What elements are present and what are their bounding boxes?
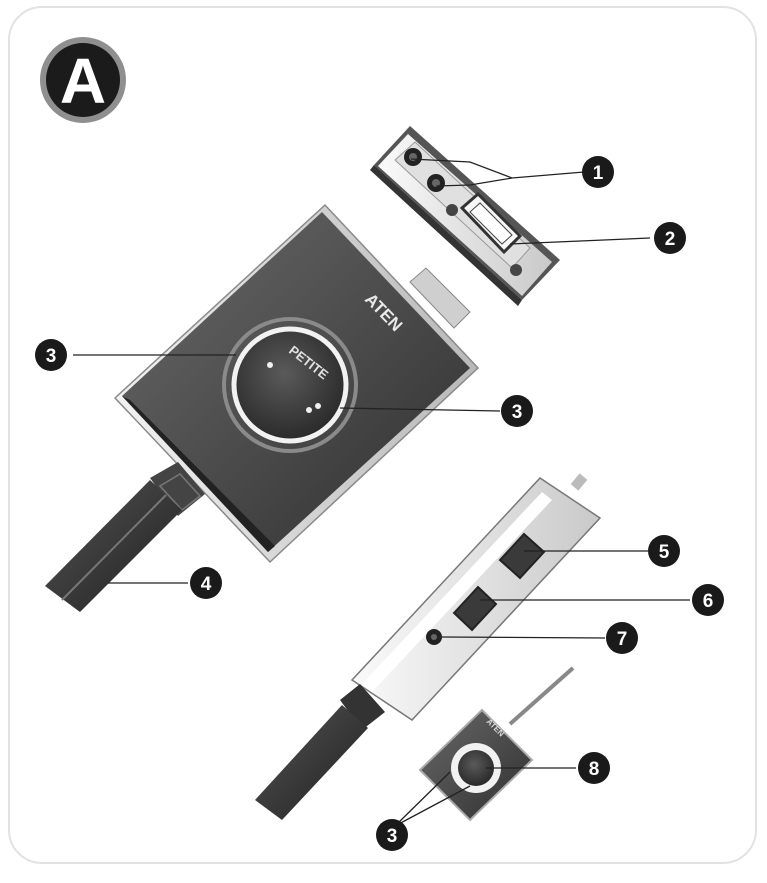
knob-ring-outer <box>222 317 358 453</box>
leader-line-7 <box>441 636 606 639</box>
leader-line-2 <box>509 237 651 245</box>
callout-8: 8 <box>578 752 610 784</box>
svg-text:2: 2 <box>665 229 676 250</box>
callout-1: 1 <box>582 156 614 188</box>
svg-text:8: 8 <box>589 759 600 780</box>
svg-text:1: 1 <box>593 163 604 184</box>
callout-4: 4 <box>190 567 222 599</box>
svg-text:7: 7 <box>617 629 628 650</box>
port-selection-knob[interactable] <box>231 326 349 444</box>
remote-port-selector: ATEN <box>418 666 575 822</box>
callout-6: 6 <box>692 584 724 616</box>
callout-2: 2 <box>654 222 686 254</box>
callout-3b: 3 <box>501 395 533 427</box>
led-indicator-icon <box>306 407 312 413</box>
callout-5: 5 <box>648 535 680 567</box>
leader-line-1 <box>410 158 585 179</box>
rear-panel-unit <box>370 126 560 306</box>
front-port-module <box>255 473 602 820</box>
svg-text:6: 6 <box>703 591 714 612</box>
leader-lines <box>73 158 690 827</box>
leader-line-1b <box>435 177 513 187</box>
callout-7: 7 <box>606 622 638 654</box>
svg-text:3: 3 <box>387 826 398 847</box>
svg-text:3: 3 <box>46 346 57 367</box>
callout-3a: 3 <box>35 339 67 371</box>
svg-text:3: 3 <box>512 402 523 423</box>
remote-selection-knob[interactable] <box>458 750 494 786</box>
main-switch-body: ATEN PETITE <box>45 203 480 612</box>
svg-text:4: 4 <box>201 574 212 595</box>
leader-line-3c-b <box>394 785 471 827</box>
leader-line-3b <box>339 407 501 412</box>
panel-label: A <box>60 45 106 117</box>
leader-line-3c-a <box>394 771 451 827</box>
panel-badge: A <box>40 37 126 123</box>
svg-text:5: 5 <box>659 542 670 563</box>
callout-3c: 3 <box>376 819 408 851</box>
led-indicator-icon <box>267 362 273 368</box>
usb-port-icon[interactable] <box>452 585 498 632</box>
led-indicator-icon <box>315 403 321 409</box>
usb-port-icon[interactable] <box>498 532 546 580</box>
